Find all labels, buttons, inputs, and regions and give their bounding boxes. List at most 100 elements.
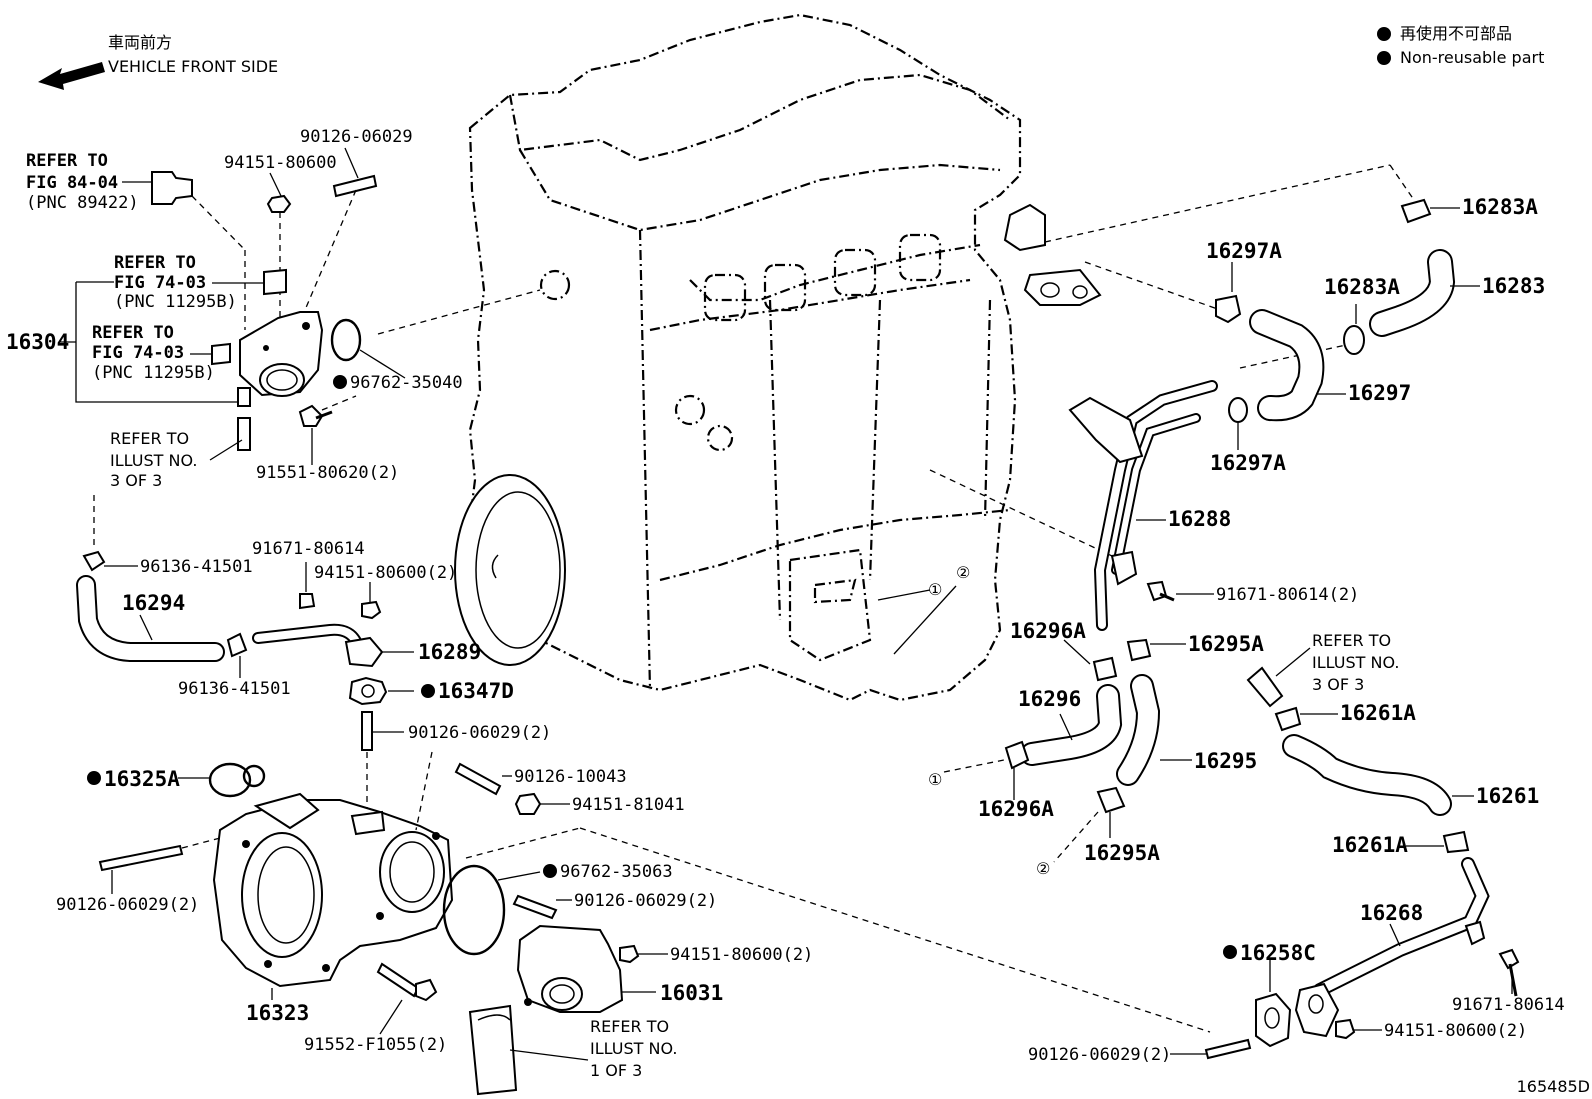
marker-1-upper: ①	[928, 580, 942, 599]
clamp-16261A-a: 16261A	[1274, 701, 1416, 732]
stud-bolt	[332, 174, 378, 198]
refer-fig-74-03-a: REFER TO FIG 74-03 (PNC 11295B)	[114, 253, 287, 312]
stud-90126-06029-2c: 90126-06029(2)	[512, 891, 717, 920]
marker-2-lower: ②	[1036, 859, 1050, 878]
non-reusable-bullet-icon	[543, 864, 557, 878]
part-label-16261A: 16261A	[1332, 833, 1408, 857]
clamp-16296A-b: 16296A	[943, 740, 1054, 821]
ref-line: FIG 74-03	[114, 273, 206, 293]
stud-90126-06029-2d: 90126-06029(2)	[1028, 1038, 1252, 1065]
part-label-16294: 16294	[122, 591, 185, 615]
thermostat-housing-16031: 16031	[516, 924, 723, 1013]
part-label-90126-06029: 90126-06029	[300, 127, 413, 147]
part-label-91551-80620: 91551-80620(2)	[256, 463, 399, 483]
stud-90126-06029-2a: 90126-06029(2)	[361, 711, 551, 810]
clamp-16297A-b: 16297A	[1210, 397, 1286, 475]
gasket-square	[211, 342, 231, 366]
hose-16296: 16296	[1018, 684, 1123, 766]
part-label-16297A: 16297A	[1206, 239, 1282, 263]
clamp-16283A-a: 16283A	[1400, 195, 1538, 224]
part-label-90126-06029: 90126-06029(2)	[1028, 1045, 1171, 1065]
ref-line: (PNC 11295B)	[114, 292, 237, 312]
pipe-16289: 16289	[252, 623, 481, 668]
gasket-16258C: 16258C	[1223, 941, 1316, 1048]
part-label-16296A: 16296A	[1010, 619, 1086, 643]
clip-96136-41501-b: 96136-41501	[178, 632, 291, 699]
part-label-16325A: 16325A	[104, 767, 180, 791]
part-label-96762-35040: 96762-35040	[350, 373, 463, 393]
bolt	[299, 593, 316, 610]
marker-2-upper: ②	[956, 563, 970, 582]
marker-1-lower: ①	[928, 770, 942, 789]
refer-illust-3-a: REFER TO ILLUST NO. 3 OF 3	[110, 417, 251, 490]
bolt-91552-F1055: 91552-F1055(2)	[304, 962, 447, 1055]
nut-94151-80600-2c: 94151-80600(2)	[1335, 1018, 1527, 1041]
part-label-16283A: 16283A	[1462, 195, 1538, 219]
refer-fig-74-03-b: REFER TO FIG 74-03 (PNC 11295B)	[92, 323, 231, 383]
part-label-16304: 16304	[6, 330, 69, 354]
bolt-91671-80614-2: 91671-80614(2)	[1146, 580, 1359, 605]
part-label-94151-80600: 94151-80600(2)	[670, 945, 813, 965]
o-ring-96762-35040: 96762-35040	[330, 318, 463, 393]
o-ring-16325A: 16325A	[87, 762, 266, 798]
hex-nut	[266, 194, 292, 213]
ref-line: ILLUST NO.	[590, 1039, 677, 1058]
part-label-16261: 16261	[1476, 784, 1539, 808]
vehicle-front-indicator: 車両前方 VEHICLE FRONT SIDE	[38, 33, 278, 90]
non-reusable-bullet-icon	[421, 684, 435, 698]
ref-line: REFER TO	[1312, 631, 1391, 650]
clamp-16283A-b: 16283A	[1324, 275, 1400, 355]
hose-16295: 16295	[1116, 674, 1257, 786]
part-label-96136-41501: 96136-41501	[140, 557, 253, 577]
hose-16283: 16283	[1369, 249, 1545, 337]
hose-16294: 16294	[76, 575, 225, 662]
ref-line: ILLUST NO.	[1312, 653, 1399, 672]
clamp-16296A-a: 16296A	[1010, 619, 1118, 682]
ref-line: 3 OF 3	[110, 471, 162, 490]
part-label-94151-80600: 94151-80600(2)	[314, 563, 457, 583]
part-label-16295A: 16295A	[1188, 632, 1264, 656]
part-label-96136-41501: 96136-41501	[178, 679, 291, 699]
front-label-en: VEHICLE FRONT SIDE	[108, 57, 278, 76]
clamp-16295A-b: 16295A	[1053, 786, 1160, 865]
water-inlet-housing: 16323	[212, 792, 454, 1025]
part-label-16347D: 16347D	[438, 679, 514, 703]
ref-line: 3 OF 3	[1312, 675, 1364, 694]
engine-block-outline	[454, 13, 1102, 702]
part-label-16323: 16323	[246, 1001, 309, 1025]
pipe-16268: 16268	[1294, 857, 1490, 1038]
gasket-16347D: 16347D	[348, 676, 514, 706]
part-label-91552-F1055: 91552-F1055(2)	[304, 1035, 447, 1055]
front-arrow-icon	[38, 62, 105, 90]
hose-16297: 16297	[1249, 309, 1411, 422]
gasket-96762-35063: 96762-35063	[442, 862, 673, 956]
bolt-91671-80614-b: 91671-80614	[1452, 948, 1565, 1015]
part-label-94151-80600: 94151-80600	[224, 153, 337, 173]
hex-nut	[361, 600, 382, 620]
nut-94151-81041: 94151-81041	[514, 792, 685, 815]
figure-number: 165485D	[1517, 1077, 1590, 1096]
clamp-16295A-a: 16295A	[1126, 632, 1264, 662]
part-label-16283: 16283	[1482, 274, 1545, 298]
part-label-16031: 16031	[660, 981, 723, 1005]
clamp-16261A-b: 16261A	[1332, 830, 1470, 857]
part-label-16288: 16288	[1168, 507, 1231, 531]
ref-line: REFER TO	[26, 151, 108, 171]
part-label-16297: 16297	[1348, 381, 1411, 405]
non-reusable-bullet-icon	[87, 771, 101, 785]
refer-fig-84-04: REFER TO FIG 84-04 (PNC 89422)	[26, 151, 152, 213]
pipe-16288: 16288	[1068, 380, 1231, 631]
clip-96136-41501-a: 96136-41501	[82, 550, 253, 577]
clamp-16297A-a: 16297A	[1206, 239, 1282, 324]
ref-line: FIG 74-03	[92, 343, 184, 363]
ref-line: 1 OF 3	[590, 1061, 642, 1080]
non-reusable-bullet-icon	[1377, 27, 1391, 41]
hose-16261: 16261	[1282, 734, 1539, 816]
coolant-temp-sensor	[151, 171, 246, 330]
part-label-16296A: 16296A	[978, 797, 1054, 821]
legend: 再使用不可部品 Non-reusable part	[1377, 24, 1544, 67]
part-label-96762-35063: 96762-35063	[560, 862, 673, 882]
part-label-94151-81041: 94151-81041	[572, 795, 685, 815]
non-reusable-bullet-icon	[1223, 945, 1237, 959]
